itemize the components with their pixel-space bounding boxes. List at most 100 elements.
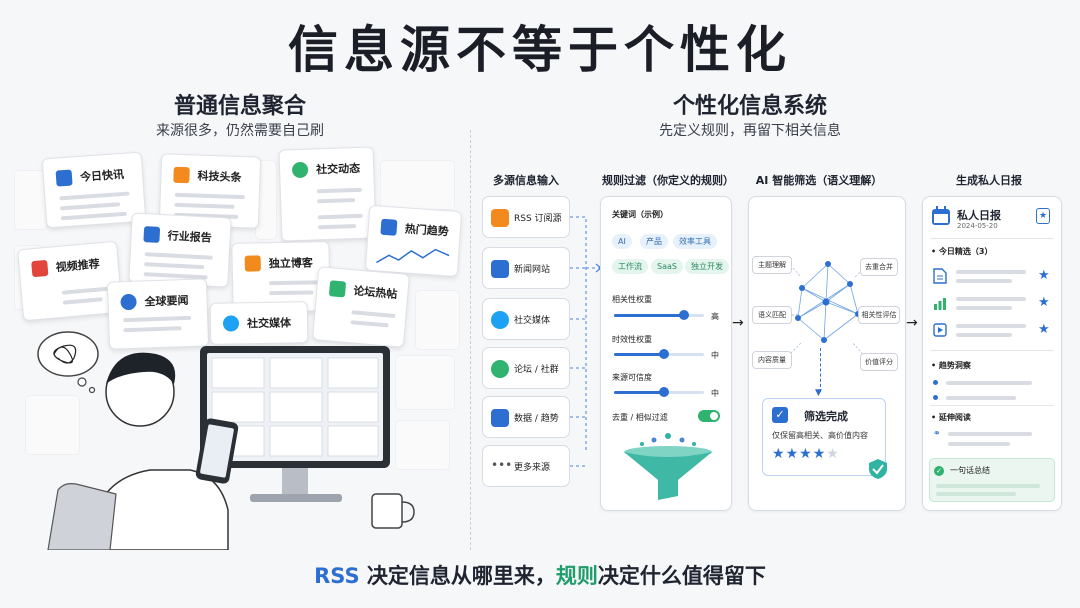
ai-tag: 主题理解 [752, 256, 792, 274]
bird-icon [491, 311, 509, 329]
news-card-label: 行业报告 [167, 229, 213, 245]
column-title-ai: AI 智能筛选（语义理解） [755, 174, 883, 187]
news-card-label: 社交动态 [315, 161, 361, 177]
rating-star-icon: ★ [826, 446, 840, 462]
checkbox-icon: ✓ [772, 407, 788, 423]
arrow-down-icon: ▼ [815, 388, 822, 398]
neural-network-icon [795, 261, 861, 343]
video-play-icon [31, 259, 49, 278]
news-card-label: 今日快讯 [79, 167, 125, 184]
ai-tag: 价值评分 [860, 353, 898, 371]
trend-chart-icon [380, 218, 398, 236]
rating-star-icon: ★ [772, 446, 786, 462]
report-divider [930, 350, 1054, 351]
keyword-chip[interactable]: 独立开发 [685, 259, 729, 274]
report-divider [930, 405, 1054, 406]
ai-tag: 语义匹配 [752, 306, 792, 324]
down-connector [820, 348, 821, 392]
calendar-icon [932, 206, 950, 225]
news-card: 热门趋势 [364, 204, 463, 278]
link-icon: ⚭ [933, 429, 941, 439]
bookmark-icon[interactable]: ★ [1036, 208, 1050, 224]
keyword-chip[interactable]: 工作流 [612, 259, 648, 274]
more-dots-icon: ••• [491, 458, 513, 472]
report-divider [930, 238, 1054, 239]
news-card: 行业报告 [128, 212, 232, 288]
ai-tag: 去重合并 [860, 258, 898, 276]
source-social-media[interactable]: 社交媒体 [482, 298, 570, 340]
source-data-trend[interactable]: 数据 / 趋势 [482, 396, 570, 438]
slider-label: 相关性权重 [612, 295, 652, 304]
background-card [395, 420, 450, 470]
summary-label: 一句话总结 [950, 466, 990, 475]
source-rss[interactable]: RSS 订阅源 [482, 196, 570, 238]
rating-star-icon: ★ [785, 446, 800, 462]
background-card [25, 395, 80, 455]
slider-value: 中 [711, 389, 719, 398]
column-title-report: 生成私人日报 [956, 174, 1022, 187]
tagline-part: 决定信息从哪里来， [359, 564, 556, 588]
report-date: 2024-05-20 [957, 222, 998, 230]
left-section-subtitle: 来源很多，仍然需要自己刷 [156, 123, 324, 139]
bar-chart-icon [491, 409, 509, 427]
rating-star-icon: ★ [812, 446, 827, 462]
source-more[interactable]: •••更多来源 [482, 445, 570, 487]
relevance-slider[interactable] [614, 310, 704, 320]
background-card [415, 290, 460, 350]
credibility-slider[interactable] [614, 387, 704, 397]
news-card: 今日快讯 [41, 151, 147, 229]
news-card-label: 独立博客 [268, 256, 313, 271]
star-icon: ★ [1038, 295, 1050, 310]
slider-label: 来源可信度 [612, 373, 652, 382]
keyword-chip[interactable]: SaaS [651, 259, 683, 274]
document-icon [933, 268, 947, 284]
news-card-label: 科技头条 [197, 169, 242, 185]
result-title: 筛选完成 [804, 410, 848, 423]
keywords-label: 关键词（示例） [612, 210, 668, 219]
ai-tag: 内容质量 [752, 351, 792, 369]
further-reading-label: • 延伸阅读 [931, 413, 971, 422]
bar-chart-icon [934, 298, 946, 310]
trend-line-icon [376, 248, 450, 264]
arrow-right-icon: → [732, 315, 744, 331]
ai-tag: 相关性评估 [858, 306, 900, 324]
keyword-chip[interactable]: 效率工具 [673, 234, 717, 249]
column-title-rules: 规则过滤（你定义的规则） [602, 174, 734, 187]
keyword-chip[interactable]: AI [612, 234, 632, 249]
star-icon: ★ [1038, 268, 1050, 283]
video-play-icon [933, 323, 947, 337]
timeliness-slider[interactable] [614, 349, 704, 359]
tagline-rules: 规则 [555, 564, 598, 588]
input-connector [570, 216, 602, 467]
source-news-site[interactable]: 新闻网站 [482, 247, 570, 289]
news-card-label: 全球要闻 [144, 293, 189, 309]
section-divider [470, 130, 471, 550]
news-card: 社交动态 [278, 146, 377, 242]
rating-star-icon: ★ [799, 446, 813, 462]
rss-icon [244, 255, 261, 272]
keyword-chip[interactable]: 产品 [640, 234, 668, 249]
today-picks-label: • 今日精选（3） [931, 247, 993, 256]
source-forum[interactable]: 论坛 / 社群 [482, 347, 570, 389]
chat-bubble-icon [491, 360, 509, 378]
background-card [380, 160, 455, 210]
filter-funnel-icon [624, 433, 712, 500]
column-title-input: 多源信息输入 [493, 174, 559, 187]
check-circle-icon: ✓ [934, 466, 944, 476]
report-title: 私人日报 [957, 209, 1001, 222]
shield-check-icon [869, 459, 887, 479]
newspaper-icon [55, 169, 73, 187]
rss-icon [491, 209, 509, 227]
rating-stars: ★★★★★ [772, 446, 840, 462]
result-desc: 仅保留高相关、高价值内容 [772, 431, 868, 440]
dedupe-toggle[interactable] [698, 410, 720, 422]
slider-value: 中 [711, 351, 719, 360]
tagline-rss: RSS [314, 564, 360, 588]
slider-value: 高 [711, 312, 719, 321]
forum-icon [328, 280, 347, 298]
left-section-title: 普通信息聚合 [173, 94, 306, 119]
right-section-subtitle: 先定义规则，再留下相关信息 [659, 123, 841, 139]
background-card [395, 355, 455, 410]
rss-icon [173, 166, 190, 184]
main-title: 信息源不等于个性化 [288, 21, 792, 79]
